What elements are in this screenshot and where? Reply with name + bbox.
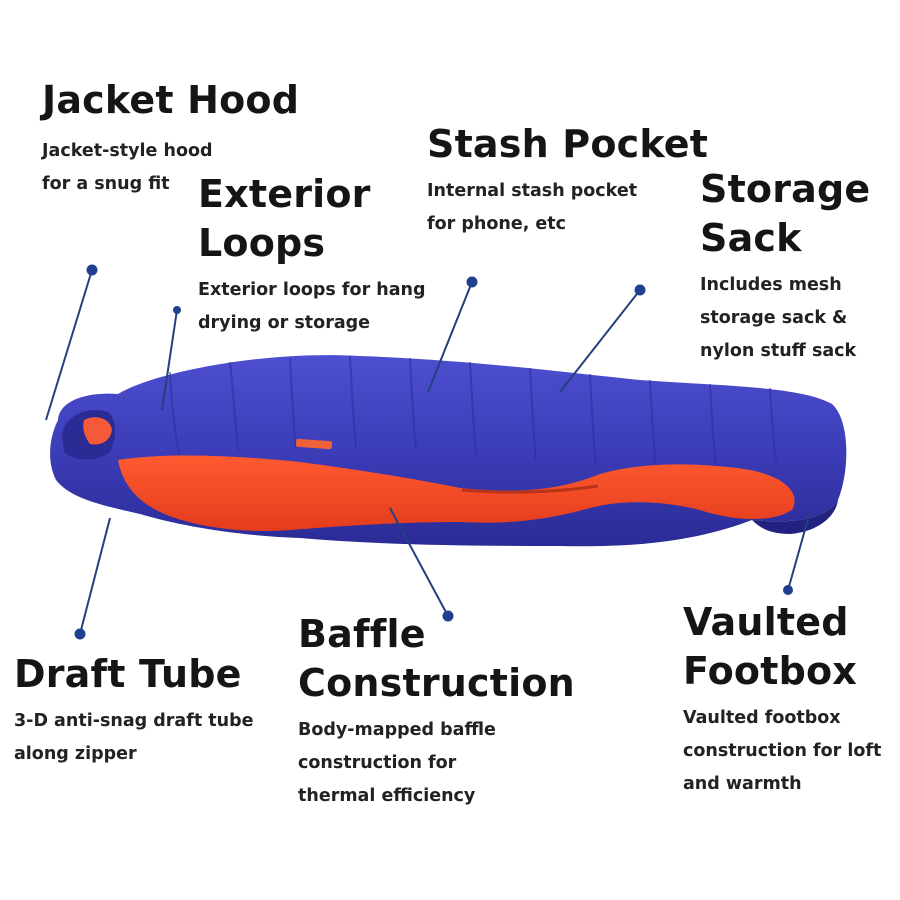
description-line: construction for (298, 753, 457, 773)
feature-title: Vaulted Footbox (683, 598, 881, 696)
description-line: Includes mesh (700, 275, 842, 295)
title-line: Loops (198, 221, 326, 265)
feature-title: Stash Pocket (427, 120, 708, 169)
title-line: Draft Tube (14, 652, 242, 696)
callout-dot-icon (86, 264, 98, 276)
title-line: Vaulted (683, 600, 849, 644)
callout-dot-icon (442, 610, 454, 622)
callout-dot-icon (466, 276, 478, 288)
feature-storage-sack: Storage Sack Includes mesh storage sack … (700, 165, 870, 368)
logo-patch (295, 438, 333, 450)
description-line: for phone, etc (427, 214, 567, 234)
description-line: Vaulted footbox (683, 708, 841, 728)
callout-line-hood (45, 269, 93, 421)
feature-title: Jacket Hood (42, 76, 299, 125)
sleeping-bag (50, 355, 847, 547)
callout-line-baffle (389, 507, 449, 617)
baffle-lines (169, 355, 777, 471)
description-line: construction for loft (683, 741, 882, 761)
feature-description: Jacket-style hood for a snug fit (42, 135, 299, 201)
title-line: Exterior (198, 172, 371, 216)
callout-dot-icon (783, 585, 793, 595)
feature-description: Internal stash pocket for phone, etc (427, 175, 708, 241)
feature-description: Body-mapped baffle construction for ther… (298, 714, 575, 813)
feature-description: Includes mesh storage sack & nylon stuff… (700, 269, 870, 368)
description-line: 3-D anti-snag draft tube (14, 711, 254, 731)
description-line: and warmth (683, 774, 802, 794)
description-line: for a snug fit (42, 174, 170, 194)
callout-line-draft (79, 517, 111, 635)
bag-lining (118, 455, 795, 532)
title-line: Baffle (298, 612, 426, 656)
feature-title: Draft Tube (14, 650, 254, 699)
hood-lining (83, 417, 112, 445)
title-line: Storage (700, 167, 871, 211)
feature-description: 3-D anti-snag draft tube along zipper (14, 705, 254, 771)
title-line: Jacket Hood (42, 78, 300, 122)
description-line: Jacket-style hood (42, 141, 213, 161)
callout-line-footbox (787, 511, 811, 591)
callout-line-sack (559, 289, 641, 393)
description-line: Exterior loops for hang (198, 280, 426, 300)
callout-line-pocket (427, 281, 473, 393)
feature-exterior-loops: Exterior Loops Exterior loops for hang d… (198, 170, 426, 340)
description-line: nylon stuff sack (700, 341, 857, 361)
feature-description: Exterior loops for hang drying or storag… (198, 274, 426, 340)
callout-dots (74, 264, 793, 640)
description-line: storage sack & (700, 308, 848, 328)
feature-title: Exterior Loops (198, 170, 426, 268)
feature-draft-tube: Draft Tube 3-D anti-snag draft tube alon… (14, 650, 254, 771)
description-line: Body-mapped baffle (298, 720, 496, 740)
callout-dot-icon (74, 628, 86, 640)
feature-jacket-hood: Jacket Hood Jacket-style hood for a snug… (42, 76, 299, 201)
title-line: Construction (298, 661, 575, 705)
description-line: thermal efficiency (298, 786, 476, 806)
footbox-shadow (752, 500, 838, 534)
description-line: drying or storage (198, 313, 371, 333)
feature-title: Baffle Construction (298, 610, 575, 708)
feature-baffle-construction: Baffle Construction Body-mapped baffle c… (298, 610, 575, 813)
callouts (45, 269, 811, 635)
callout-dot-icon (173, 306, 181, 314)
description-line: Internal stash pocket (427, 181, 638, 201)
feature-description: Vaulted footbox construction for loft an… (683, 702, 881, 801)
title-line: Footbox (683, 649, 858, 693)
callout-line-loops (161, 309, 178, 411)
feature-stash-pocket: Stash Pocket Internal stash pocket for p… (427, 120, 708, 241)
title-line: Sack (700, 216, 802, 260)
title-line: Stash Pocket (427, 122, 709, 166)
description-line: along zipper (14, 744, 137, 764)
zipper-seam (461, 484, 599, 494)
callout-dot-icon (634, 284, 646, 296)
feature-vaulted-footbox: Vaulted Footbox Vaulted footbox construc… (683, 598, 881, 801)
feature-title: Storage Sack (700, 165, 870, 263)
